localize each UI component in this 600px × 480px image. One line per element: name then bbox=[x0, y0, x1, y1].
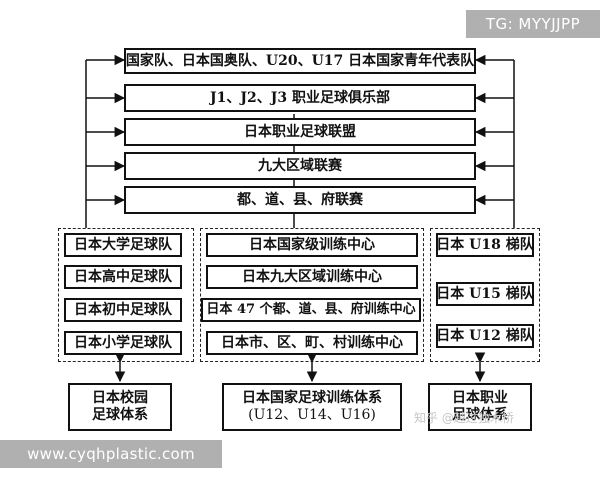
zhihu-watermark: 知乎 @越过独木桥 bbox=[414, 411, 514, 425]
youth-team-box: 日本 U12 梯队 bbox=[436, 324, 534, 348]
tier-club-label: J1、J2、J3 职业足球俱乐部 bbox=[210, 89, 390, 106]
pro-system-line2: 足球体系 bbox=[452, 407, 508, 423]
training-center-box: 日本九大区域训练中心 bbox=[206, 265, 418, 289]
school-team-box: 日本高中足球队 bbox=[64, 265, 182, 289]
pro-system-line1: 日本职业 bbox=[452, 390, 508, 407]
school-team-box: 日本小学足球队 bbox=[64, 331, 182, 355]
tier-national: 国家队、日本国奥队、U20、U17 日本国家青年代表队 bbox=[124, 48, 476, 74]
youth-team-box: 日本 U15 梯队 bbox=[436, 282, 534, 306]
tier-pro-league: 日本职业足球联盟 bbox=[124, 118, 476, 146]
school-team-label: 日本初中足球队 bbox=[74, 301, 172, 318]
website-text: www.cyqhplastic.com bbox=[27, 445, 195, 463]
training-center-box: 日本 47 个都、道、县、府训练中心 bbox=[201, 298, 421, 322]
training-center-label: 日本国家级训练中心 bbox=[249, 236, 375, 253]
tier-pro-label: 日本职业足球联盟 bbox=[244, 123, 356, 140]
training-center-box: 日本国家级训练中心 bbox=[206, 233, 418, 257]
training-system-line2: (U12、U14、U16) bbox=[248, 407, 376, 423]
youth-team-box: 日本 U18 梯队 bbox=[436, 233, 534, 257]
tier-prefecture-label: 都、道、县、府联赛 bbox=[237, 191, 363, 208]
youth-teams-group bbox=[430, 228, 540, 362]
training-center-label: 日本九大区域训练中心 bbox=[242, 268, 382, 285]
training-system-line1: 日本国家足球训练体系 bbox=[242, 390, 382, 407]
youth-team-label: 日本 U12 梯队 bbox=[436, 327, 534, 344]
website-banner: www.cyqhplastic.com bbox=[0, 440, 222, 468]
tier-region-label: 九大区域联赛 bbox=[258, 157, 342, 174]
pro-football-system: 日本职业 足球体系 bbox=[428, 383, 532, 431]
tier-regional-league: 九大区域联赛 bbox=[124, 152, 476, 180]
corner-tag-text: TG: MYYJJPP bbox=[485, 15, 581, 33]
national-training-system: 日本国家足球训练体系 (U12、U14、U16) bbox=[222, 383, 402, 431]
tier-prefecture-league: 都、道、县、府联赛 bbox=[124, 186, 476, 214]
tier-club: J1、J2、J3 职业足球俱乐部 bbox=[124, 84, 476, 112]
school-team-box: 日本大学足球队 bbox=[64, 233, 182, 257]
school-team-label: 日本高中足球队 bbox=[74, 268, 172, 285]
school-team-box: 日本初中足球队 bbox=[64, 298, 182, 322]
training-center-label: 日本市、区、町、村训练中心 bbox=[221, 334, 403, 351]
training-center-box: 日本市、区、町、村训练中心 bbox=[206, 331, 418, 355]
school-teams-group bbox=[58, 228, 194, 362]
school-team-label: 日本大学足球队 bbox=[74, 236, 172, 253]
youth-team-label: 日本 U15 梯队 bbox=[436, 285, 534, 302]
training-centers-group bbox=[200, 228, 424, 362]
campus-system-line1: 日本校园 bbox=[92, 390, 148, 407]
corner-tag: TG: MYYJJPP bbox=[466, 10, 600, 38]
tier-national-label: 国家队、日本国奥队、U20、U17 日本国家青年代表队 bbox=[125, 52, 475, 69]
school-team-label: 日本小学足球队 bbox=[74, 334, 172, 351]
campus-football-system: 日本校园 足球体系 bbox=[68, 383, 172, 431]
campus-system-line2: 足球体系 bbox=[92, 407, 148, 423]
youth-team-label: 日本 U18 梯队 bbox=[436, 236, 534, 253]
training-center-label: 日本 47 个都、道、县、府训练中心 bbox=[206, 302, 416, 318]
